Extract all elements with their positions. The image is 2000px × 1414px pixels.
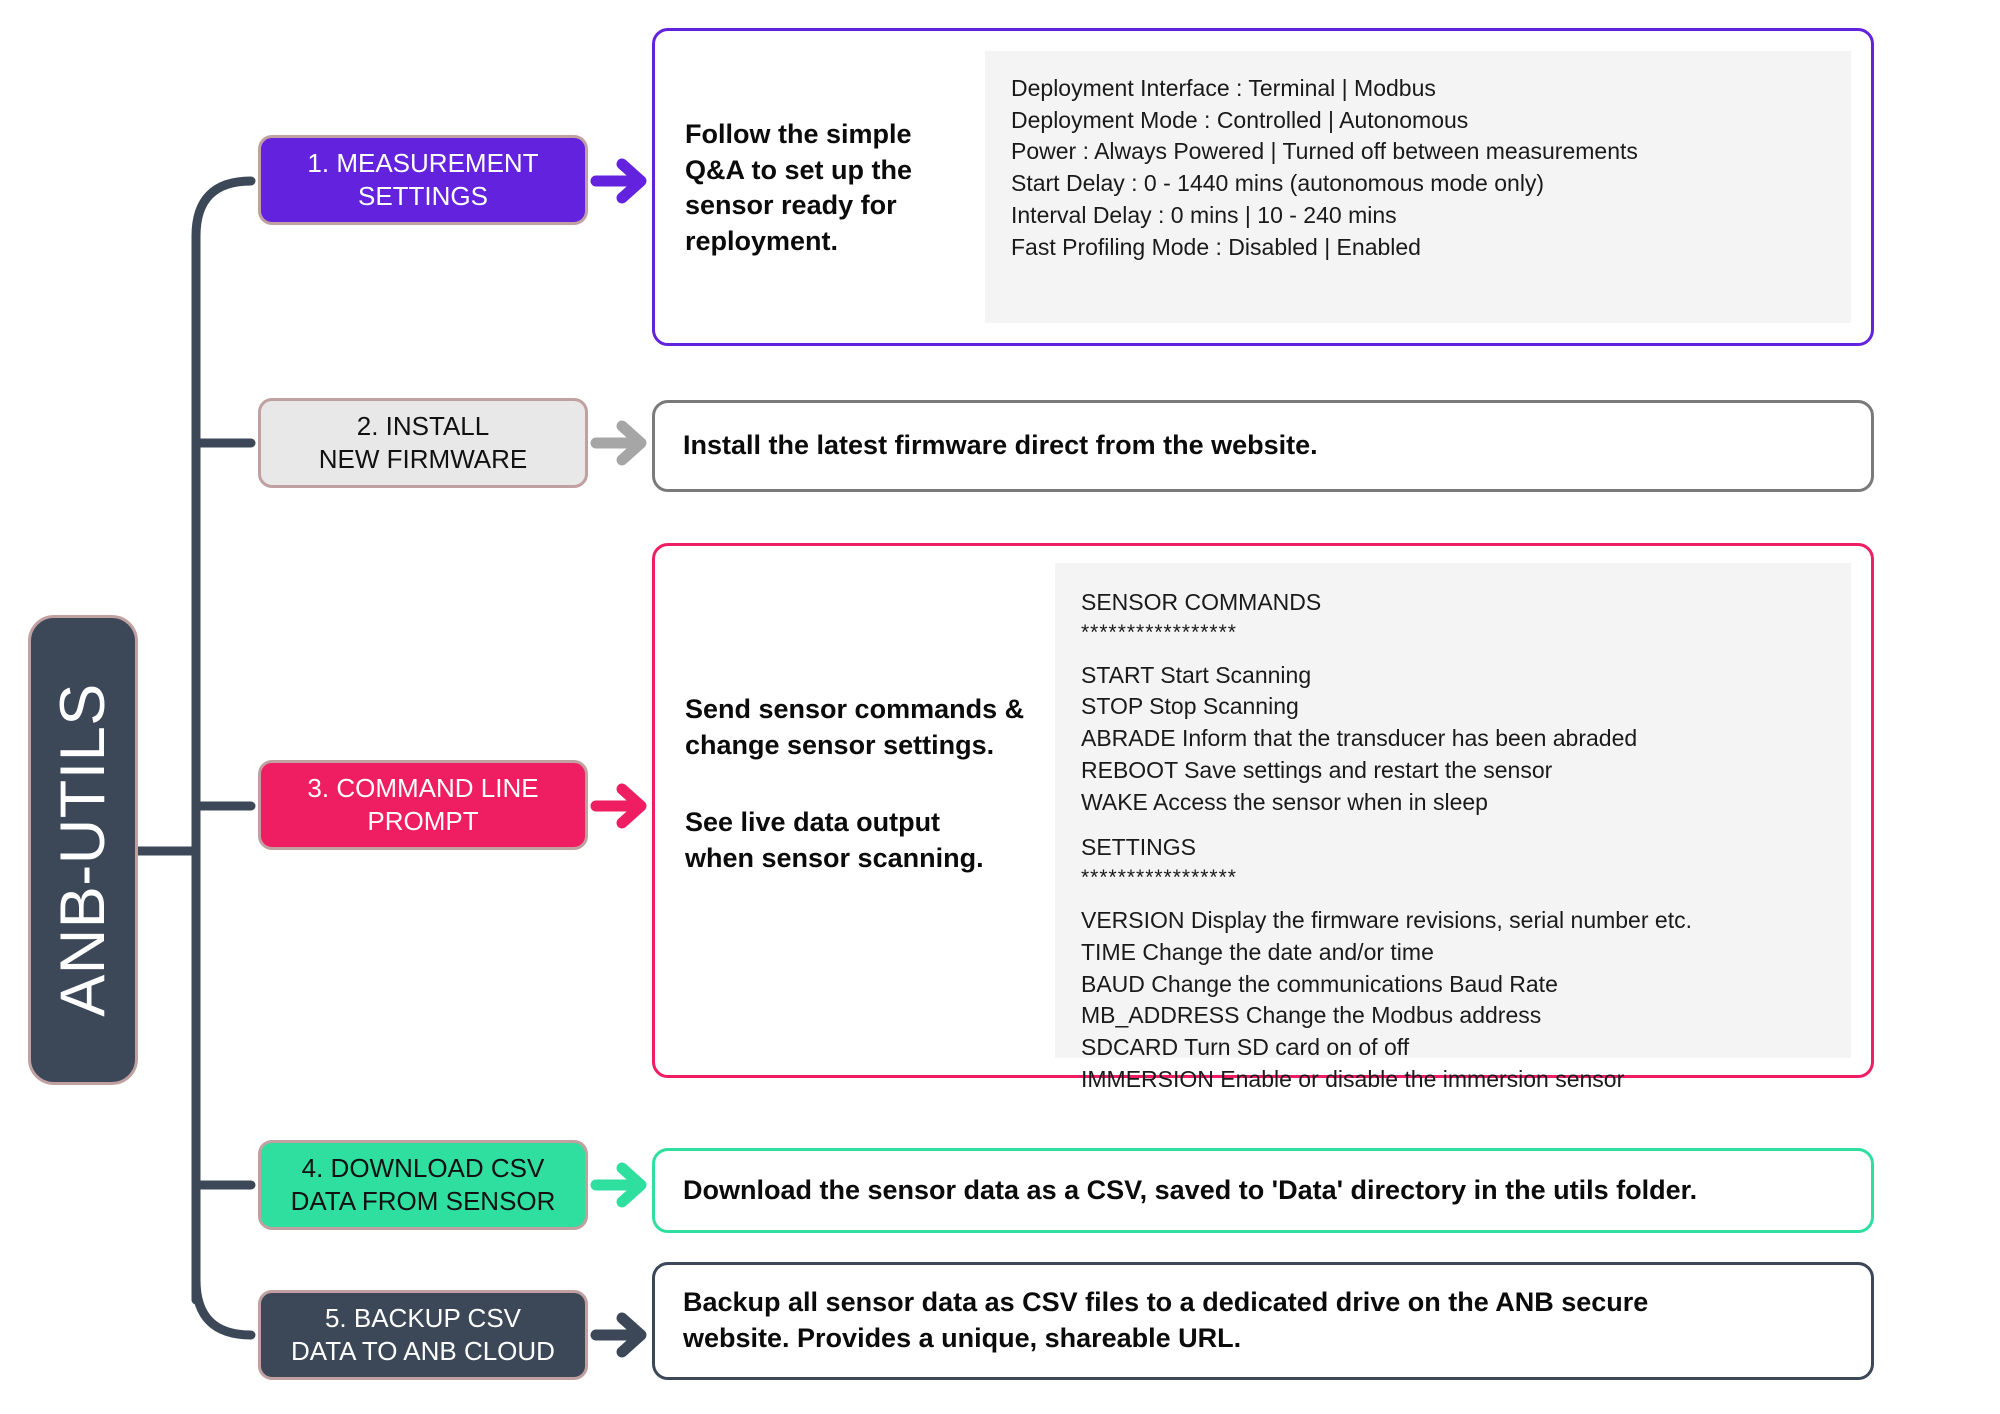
detail-panel-3: Send sensor commands & change sensor set…	[652, 543, 1874, 1092]
detail-panel-4-description: Download the sensor data as a CSV, saved…	[683, 1174, 1698, 1205]
settings-option: Power : Always Powered | Turned off betw…	[1011, 138, 1638, 165]
detail-panel-2: Install the latest firmware direct from …	[652, 400, 1874, 492]
settings-option: Fast Profiling Mode : Disabled | Enabled	[1011, 233, 1421, 260]
step-node-1-measurement-settings[interactable]: 1. MEASUREMENT SETTINGS	[258, 135, 588, 225]
step-node-2-install-new-firmware[interactable]: 2. INSTALL NEW FIRMWARE	[258, 398, 588, 488]
command-line: REBOOT Save settings and restart the sen…	[1081, 756, 1553, 783]
step-node-3-command-line-prompt[interactable]: 3. COMMAND LINE PROMPT	[258, 760, 588, 850]
step-node-4-line1: 4. DOWNLOAD CSV	[301, 1152, 545, 1183]
detail-panel-4: Download the sensor data as a CSV, saved…	[652, 1148, 1874, 1233]
detail-panel-1: Follow the simple Q&A to set up the sens…	[652, 28, 1874, 346]
arrow-right-icon-5	[590, 1312, 647, 1358]
settings-option: Deployment Interface : Terminal | Modbus	[1011, 75, 1436, 101]
settings-option: Interval Delay : 0 mins | 10 - 240 mins	[1011, 201, 1397, 228]
setting-line: TIME Change the date and/or time	[1081, 938, 1434, 965]
desc-line: reployment.	[685, 225, 839, 256]
step-node-5-line2: DATA TO ANB CLOUD	[291, 1336, 555, 1366]
step-node-4-line2: DATA FROM SENSOR	[290, 1186, 556, 1216]
settings-heading: SETTINGS	[1081, 834, 1197, 861]
command-line: STOP Stop Scanning	[1081, 693, 1299, 720]
spacer	[1081, 893, 1825, 905]
setting-line: VERSION Display the firmware revisions, …	[1081, 907, 1692, 934]
desc-line: sensor ready for	[685, 190, 897, 221]
branch-1	[191, 176, 256, 241]
setting-line: MB_ADDRESS Change the Modbus address	[1081, 1002, 1542, 1029]
step-node-5-backup-csv-to-cloud[interactable]: 5. BACKUP CSV DATA TO ANB CLOUD	[258, 1290, 588, 1380]
settings-rule: *****************	[1081, 866, 1237, 890]
detail-panel-5-description: Backup all sensor data as CSV files to a…	[655, 1285, 1676, 1356]
desc-line: Q&A to set up the	[685, 154, 912, 185]
command-line: ABRADE Inform that the transducer has be…	[1081, 725, 1638, 752]
commands-heading: SENSOR COMMANDS	[1081, 589, 1322, 615]
setting-line: SDCARD Turn SD card on of off	[1081, 1034, 1410, 1061]
desc-line: Backup all sensor data as CSV files to a…	[683, 1287, 1649, 1318]
setting-line: BAUD Change the communications Baud Rate	[1081, 970, 1558, 997]
settings-option: Deployment Mode : Controlled | Autonomou…	[1011, 106, 1469, 133]
step-node-5-line1: 5. BACKUP CSV	[324, 1302, 522, 1333]
arrow-right-icon-3	[590, 783, 647, 829]
arrow-right-icon-4	[590, 1162, 647, 1208]
desc-line: Follow the simple	[685, 119, 912, 149]
detail-panel-5: Backup all sensor data as CSV files to a…	[652, 1262, 1874, 1380]
step-node-4-download-csv-data[interactable]: 4. DOWNLOAD CSV DATA FROM SENSOR	[258, 1140, 588, 1230]
branch-5	[191, 1275, 256, 1340]
commands-rule: *****************	[1081, 620, 1237, 644]
desc-spacer	[685, 763, 1055, 805]
desc-line: website. Provides a unique, shareable UR…	[683, 1323, 1242, 1353]
setting-line: IMMERSION Enable or disable the immersio…	[1081, 1065, 1625, 1092]
step-node-2-line1: 2. INSTALL	[356, 410, 490, 441]
desc-line: when sensor scanning.	[685, 842, 984, 873]
step-node-1-line1: 1. MEASUREMENT	[307, 147, 539, 178]
settings-option: Start Delay : 0 - 1440 mins (autonomous …	[1011, 170, 1545, 197]
command-line: WAKE Access the sensor when in sleep	[1081, 788, 1488, 815]
desc-line: change sensor settings.	[685, 729, 995, 760]
spacer	[1081, 818, 1825, 830]
step-node-1-line2: SETTINGS	[357, 181, 488, 211]
settings-options-box: Deployment Interface : Terminal | Modbus…	[985, 51, 1851, 323]
desc-line: See live data output	[685, 807, 941, 838]
command-line: START Start Scanning	[1081, 661, 1312, 688]
step-node-3-line2: PROMPT	[367, 806, 479, 836]
step-node-2-line2: NEW FIRMWARE	[318, 444, 528, 474]
sensor-commands-box: SENSOR COMMANDS ***************** START …	[1055, 563, 1851, 1092]
arrow-right-icon-1	[590, 158, 647, 204]
detail-panel-2-description: Install the latest firmware direct from …	[683, 430, 1318, 461]
step-node-3-line1: 3. COMMAND LINE	[307, 772, 539, 803]
desc-line: Send sensor commands &	[685, 694, 1025, 724]
root-node-label: ANB-UTILS	[48, 683, 118, 1017]
spacer	[1081, 648, 1825, 660]
root-node-anb-utils[interactable]: ANB-UTILS	[28, 615, 138, 1085]
detail-panel-1-description: Follow the simple Q&A to set up the sens…	[655, 31, 985, 343]
arrow-right-icon-2	[590, 420, 647, 466]
detail-panel-3-description: Send sensor commands & change sensor set…	[655, 546, 1055, 1075]
